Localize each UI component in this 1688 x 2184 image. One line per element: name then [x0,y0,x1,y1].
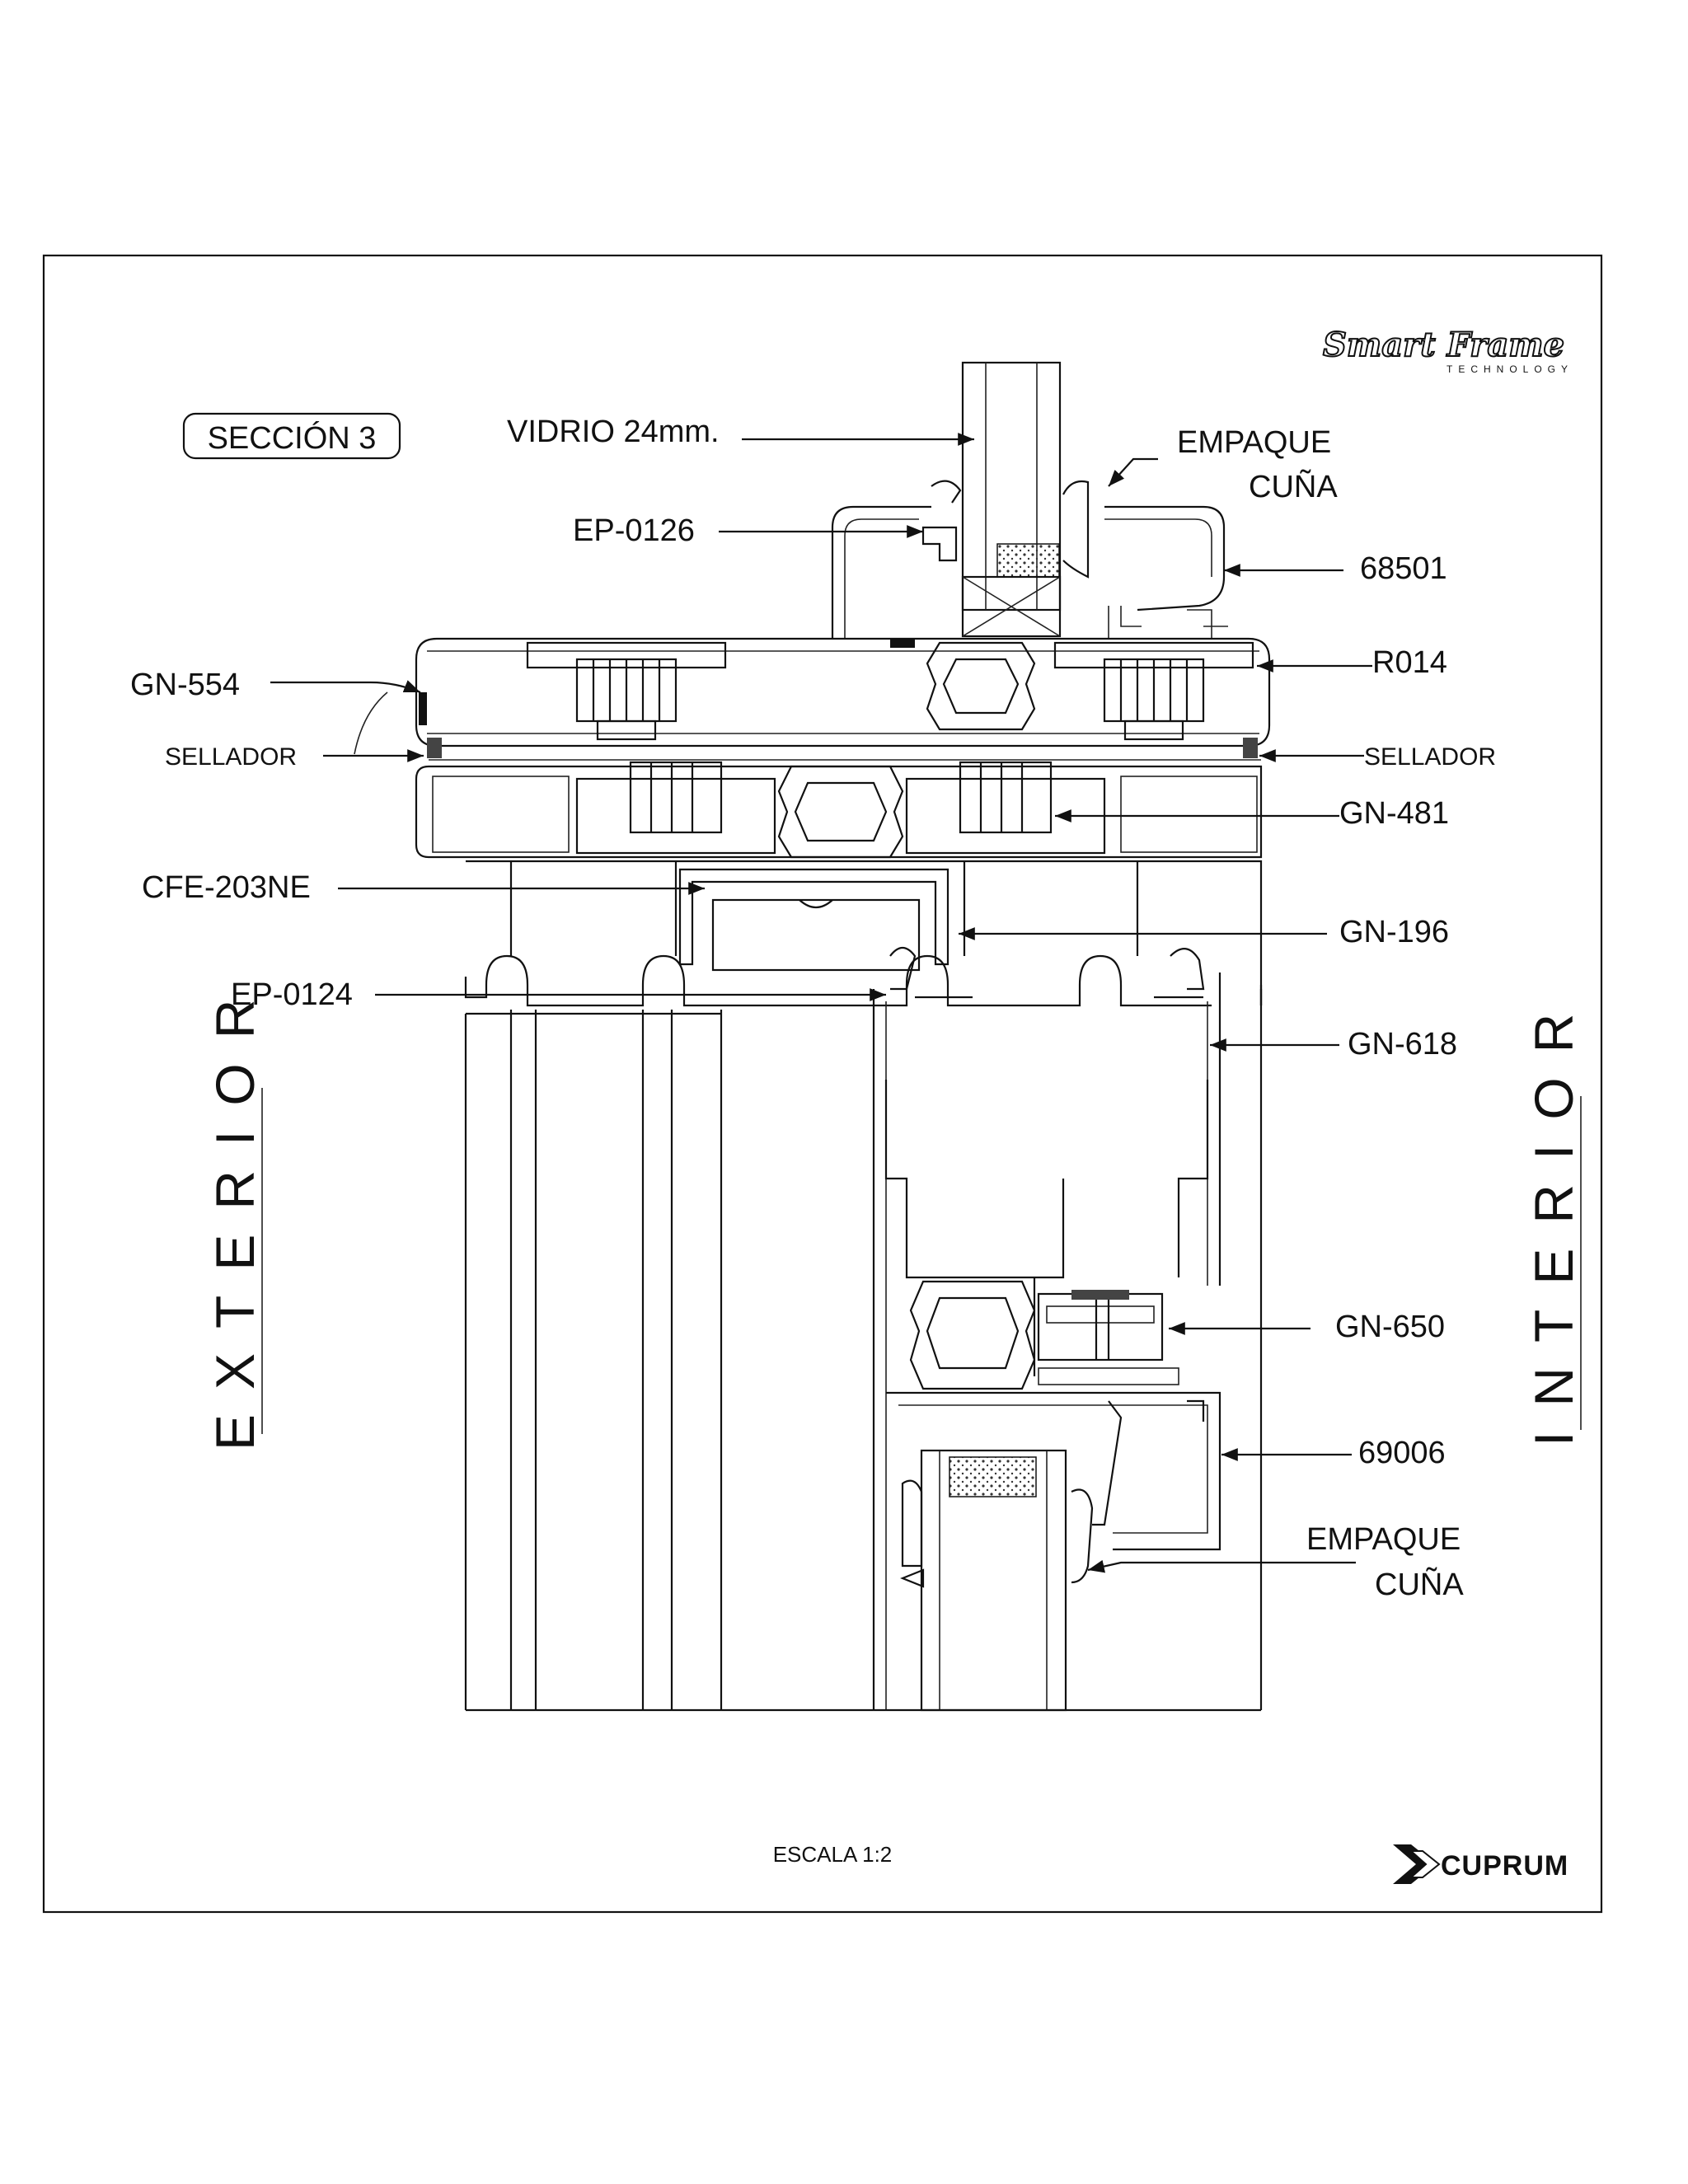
label-empaque-top: EMPAQUE [1177,425,1331,460]
leader-lines [270,433,1372,1573]
exterior-side: EXTERIOR [204,975,265,1451]
svg-text:TECHNOLOGY: TECHNOLOGY [1447,363,1573,375]
label-gn554: GN-554 [130,668,240,702]
label-ep0124: EP-0124 [231,977,353,1012]
label-gn618: GN-618 [1348,1027,1457,1062]
label-sellador-left: SELLADOR [165,743,297,771]
label-68501: 68501 [1360,551,1447,586]
svg-text:CUPRUM: CUPRUM [1441,1850,1568,1882]
smart-frame-logo: Smart Frame TECHNOLOGY [1322,325,1573,375]
label-ep0126: EP-0126 [573,513,695,548]
cuprum-logo: CUPRUM [1393,1844,1568,1884]
label-interior: INTERIOR [1523,989,1584,1446]
label-cuna-bottom: CUÑA [1375,1567,1464,1602]
part-labels: VIDRIO 24mm. EMPAQUE CUÑA EP-0126 68501 … [130,415,1496,1602]
section-title: SECCIÓN 3 [208,420,377,456]
label-sellador-right: SELLADOR [1364,743,1496,771]
label-gn481: GN-481 [1339,796,1449,831]
label-cuna-top: CUÑA [1249,469,1338,504]
label-r014: R014 [1372,645,1447,680]
label-cfe203ne: CFE-203NE [142,870,311,905]
scale-label: ESCALA 1:2 [773,1842,893,1867]
label-empaque-bottom: EMPAQUE [1306,1522,1461,1557]
section-title-box [182,412,401,460]
label-vidrio: VIDRIO 24mm. [507,415,720,449]
sheet-border [42,254,1603,1914]
interior-side: INTERIOR [1523,989,1584,1446]
label-gn650: GN-650 [1335,1310,1445,1344]
label-69006: 69006 [1358,1436,1446,1470]
svg-text:Smart Frame: Smart Frame [1323,326,1564,364]
label-gn196: GN-196 [1339,915,1449,949]
section-profile-drawing [415,361,1271,1712]
label-exterior: EXTERIOR [204,975,265,1451]
